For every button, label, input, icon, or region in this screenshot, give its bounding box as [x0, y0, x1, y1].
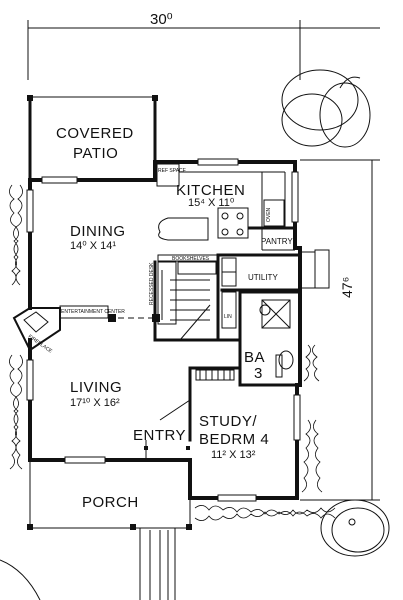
- living-size: 17¹⁰ X 16²: [70, 397, 120, 409]
- windows: [26, 158, 301, 502]
- recessed-desk-label: RECESSED DESK: [149, 262, 155, 305]
- kitchen-label: KITCHEN: [176, 182, 245, 199]
- bookshelves-label: BOOKSHELVES: [172, 256, 210, 262]
- shrubs-right: [194, 344, 336, 521]
- entertainment-center-label: ENTERTAINMENT CENTER: [61, 309, 125, 315]
- covered-patio-label-1: COVERED: [56, 125, 134, 142]
- bath-label-1: BA: [244, 349, 265, 366]
- ref-space-label: REF SPACE: [158, 168, 187, 174]
- fireplace-unit: [12, 305, 160, 352]
- bath-label-2: 3: [254, 365, 263, 382]
- study-walls: [188, 338, 242, 442]
- utility-room: [216, 249, 330, 292]
- porch-label: PORCH: [82, 494, 139, 511]
- pantry-label: PANTRY: [261, 237, 293, 246]
- tree-outline: [281, 69, 371, 148]
- dining-label: DINING: [70, 223, 126, 240]
- linen-closet: [216, 291, 242, 342]
- kitchen-counters: [156, 163, 297, 241]
- covered-patio-outline: [27, 95, 158, 182]
- tree-outline-lower: [320, 499, 390, 557]
- shrubs-left: [0, 184, 41, 600]
- oven-label: OVEN: [266, 207, 272, 222]
- study-label-2: BEDRM 4: [199, 431, 269, 448]
- dining-size: 14⁰ X 14¹: [70, 240, 116, 252]
- pantry-walls: [261, 228, 295, 251]
- study-size: 11² X 13²: [211, 449, 256, 461]
- width-dimension: 30⁰: [150, 11, 173, 28]
- porch-outline: [27, 460, 192, 530]
- utility-label: UTILITY: [248, 273, 278, 282]
- linen-label: LIN: [224, 314, 232, 320]
- depth-dimension: 47⁶: [339, 277, 355, 298]
- covered-patio-label-2: PATIO: [73, 145, 118, 162]
- stair-block: [153, 253, 220, 342]
- front-walkway: [139, 528, 176, 600]
- kitchen-size: 15⁴ X 11⁰: [188, 197, 235, 209]
- dimension-lines: [27, 20, 380, 501]
- entry-label: ENTRY: [133, 427, 186, 444]
- living-label: LIVING: [70, 379, 122, 396]
- bath-fixtures: [238, 290, 302, 387]
- study-label-1: STUDY/: [199, 413, 257, 430]
- entry-markers: [144, 399, 191, 460]
